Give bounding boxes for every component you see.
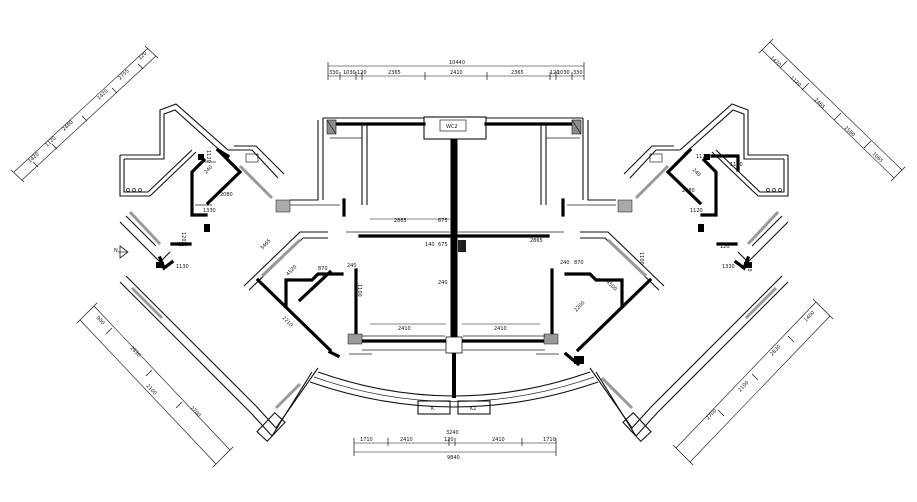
center-dim-675b: 675 (438, 242, 448, 248)
tl-dim-4: 1420 (96, 88, 109, 101)
top-dim-3: 120 (357, 70, 367, 76)
bl-dim-1: 900 (95, 315, 106, 326)
br-dim-1: 1400 (803, 310, 816, 323)
left-dim-1130: 1130 (176, 264, 189, 270)
left-dim-2210: 2210 (281, 315, 294, 328)
left-dim-2080: 2080 (220, 192, 233, 198)
right-dim-870: 870 (574, 260, 584, 266)
right-living-room: 4500 870 2200 240 2865 1100 (530, 231, 665, 367)
bl-dim-2: 2830 (129, 345, 142, 358)
tr-dim-2: 1120 (789, 75, 802, 88)
bottom-dim-5: 1710 (543, 437, 556, 443)
right-dim-1130: 1130 (730, 162, 743, 168)
top-dim-8: 1030 (557, 70, 570, 76)
right-dim-2865: 2865 (530, 238, 543, 244)
tl-dim-5: 2755 (117, 68, 130, 81)
bottom-dim-1: 1710 (360, 437, 373, 443)
center-dim-675: 675 (438, 218, 448, 224)
right-dim-120: 120 (720, 244, 730, 250)
bottom-left-wing (119, 275, 341, 443)
top-dim-1: 330 (329, 70, 339, 76)
top-dim-7: 120 (550, 70, 560, 76)
bottom-upper-dim: 3240 (446, 430, 459, 436)
left-dim-4520: 4520 (285, 264, 298, 277)
center-dim-2410-left: 2410 (398, 326, 411, 332)
right-dim-240c: 240 (560, 260, 570, 266)
left-dim-1120: 1120 (205, 150, 211, 163)
left-dim-1330: 1330 (203, 208, 216, 214)
bottom-dimension-chain: 3240 1710 2410 120 2410 1710 9840 (353, 430, 557, 461)
right-dim-2200: 2200 (573, 300, 586, 313)
central-lower-rooms: K K1 (309, 268, 599, 415)
bottom-box-right-label: K1 (470, 406, 476, 412)
tr-dim-1: 1420 (769, 55, 782, 68)
bottom-box-left-label: K (431, 406, 435, 412)
central-dimension-labels: 2865 675 140 675 3465 240 2410 2410 (370, 218, 540, 332)
tr-dim-5: 1065 (871, 151, 884, 164)
center-dim-2865: 2865 (394, 218, 407, 224)
bottom-right-dimension-chain: 1400 2830 2100 2700 (672, 298, 834, 466)
left-dim-120: 120 (178, 242, 188, 248)
right-wing: 1120 1130 2080 1120 240 120 1330 240 (617, 103, 789, 272)
tr-dim-4: 2580 (843, 125, 856, 138)
center-dim-240: 240 (438, 280, 448, 286)
top-left-dimension-chain: 1420 1120 2460 1420 2755 120 (10, 45, 159, 183)
top-dimension-chain: 10440 330 1030 120 2365 2410 2365 120 10… (327, 60, 585, 80)
top-dim-2: 1030 (343, 70, 356, 76)
right-dim-1120b: 1120 (690, 208, 703, 214)
br-dim-2: 2830 (769, 344, 782, 357)
bottom-dim-2: 2410 (400, 437, 413, 443)
center-dim-2410-right: 2410 (494, 326, 507, 332)
left-dim-120b: 120 (180, 232, 186, 242)
right-dim-1100: 1100 (638, 252, 644, 265)
top-dim-6: 2365 (511, 70, 524, 76)
tl-dim-2: 1120 (44, 135, 57, 148)
left-dim-240: 240 (203, 164, 214, 175)
top-box-label: WC2 (446, 124, 458, 130)
tl-dim-6: 120 (137, 51, 148, 62)
left-living-room: 3465 4520 2210 870 240 1100 (243, 231, 362, 353)
bottom-right-wing (589, 275, 789, 443)
right-dim-1330: 1330 (722, 264, 735, 270)
left-dim-240b: 240 (347, 263, 357, 269)
top-right-dimension-chain: 1420 1120 2465 2580 1065 (758, 38, 906, 182)
central-upper-rooms: WC2 (290, 116, 616, 398)
top-dim-4: 2365 (388, 70, 401, 76)
center-dim-140: 140 (425, 242, 435, 248)
left-wing: N 1120 2080 1330 120 1130 240 120 (114, 103, 291, 271)
bottom-total-dim: 9840 (447, 455, 460, 461)
tr-dim-3: 2465 (813, 97, 826, 110)
right-dim-2080: 2080 (682, 188, 695, 194)
bottom-dim-4: 2410 (492, 437, 505, 443)
left-dim-3465: 3465 (259, 238, 272, 251)
tl-dim-3: 2460 (61, 119, 74, 132)
right-dim-1120: 1120 (696, 154, 709, 160)
left-dim-1100: 1100 (356, 284, 362, 297)
right-dim-240b: 240 (746, 262, 752, 272)
north-arrow-icon (118, 245, 129, 259)
top-dim-9: 330 (573, 70, 583, 76)
bottom-left-dimension-chain: 900 2830 2100 2700 (76, 302, 234, 468)
top-total-dim: 10440 (449, 60, 465, 66)
top-dim-5: 2410 (450, 70, 463, 76)
bl-dim-4: 2700 (189, 405, 202, 418)
north-label: N (114, 248, 118, 254)
left-dim-870: 870 (318, 266, 328, 272)
bottom-dim-3: 120 (444, 437, 454, 443)
br-dim-4: 2700 (705, 408, 718, 421)
right-dim-240: 240 (691, 167, 702, 178)
bl-dim-3: 2100 (145, 383, 158, 396)
center-dim-3465: 3465 (460, 240, 466, 253)
